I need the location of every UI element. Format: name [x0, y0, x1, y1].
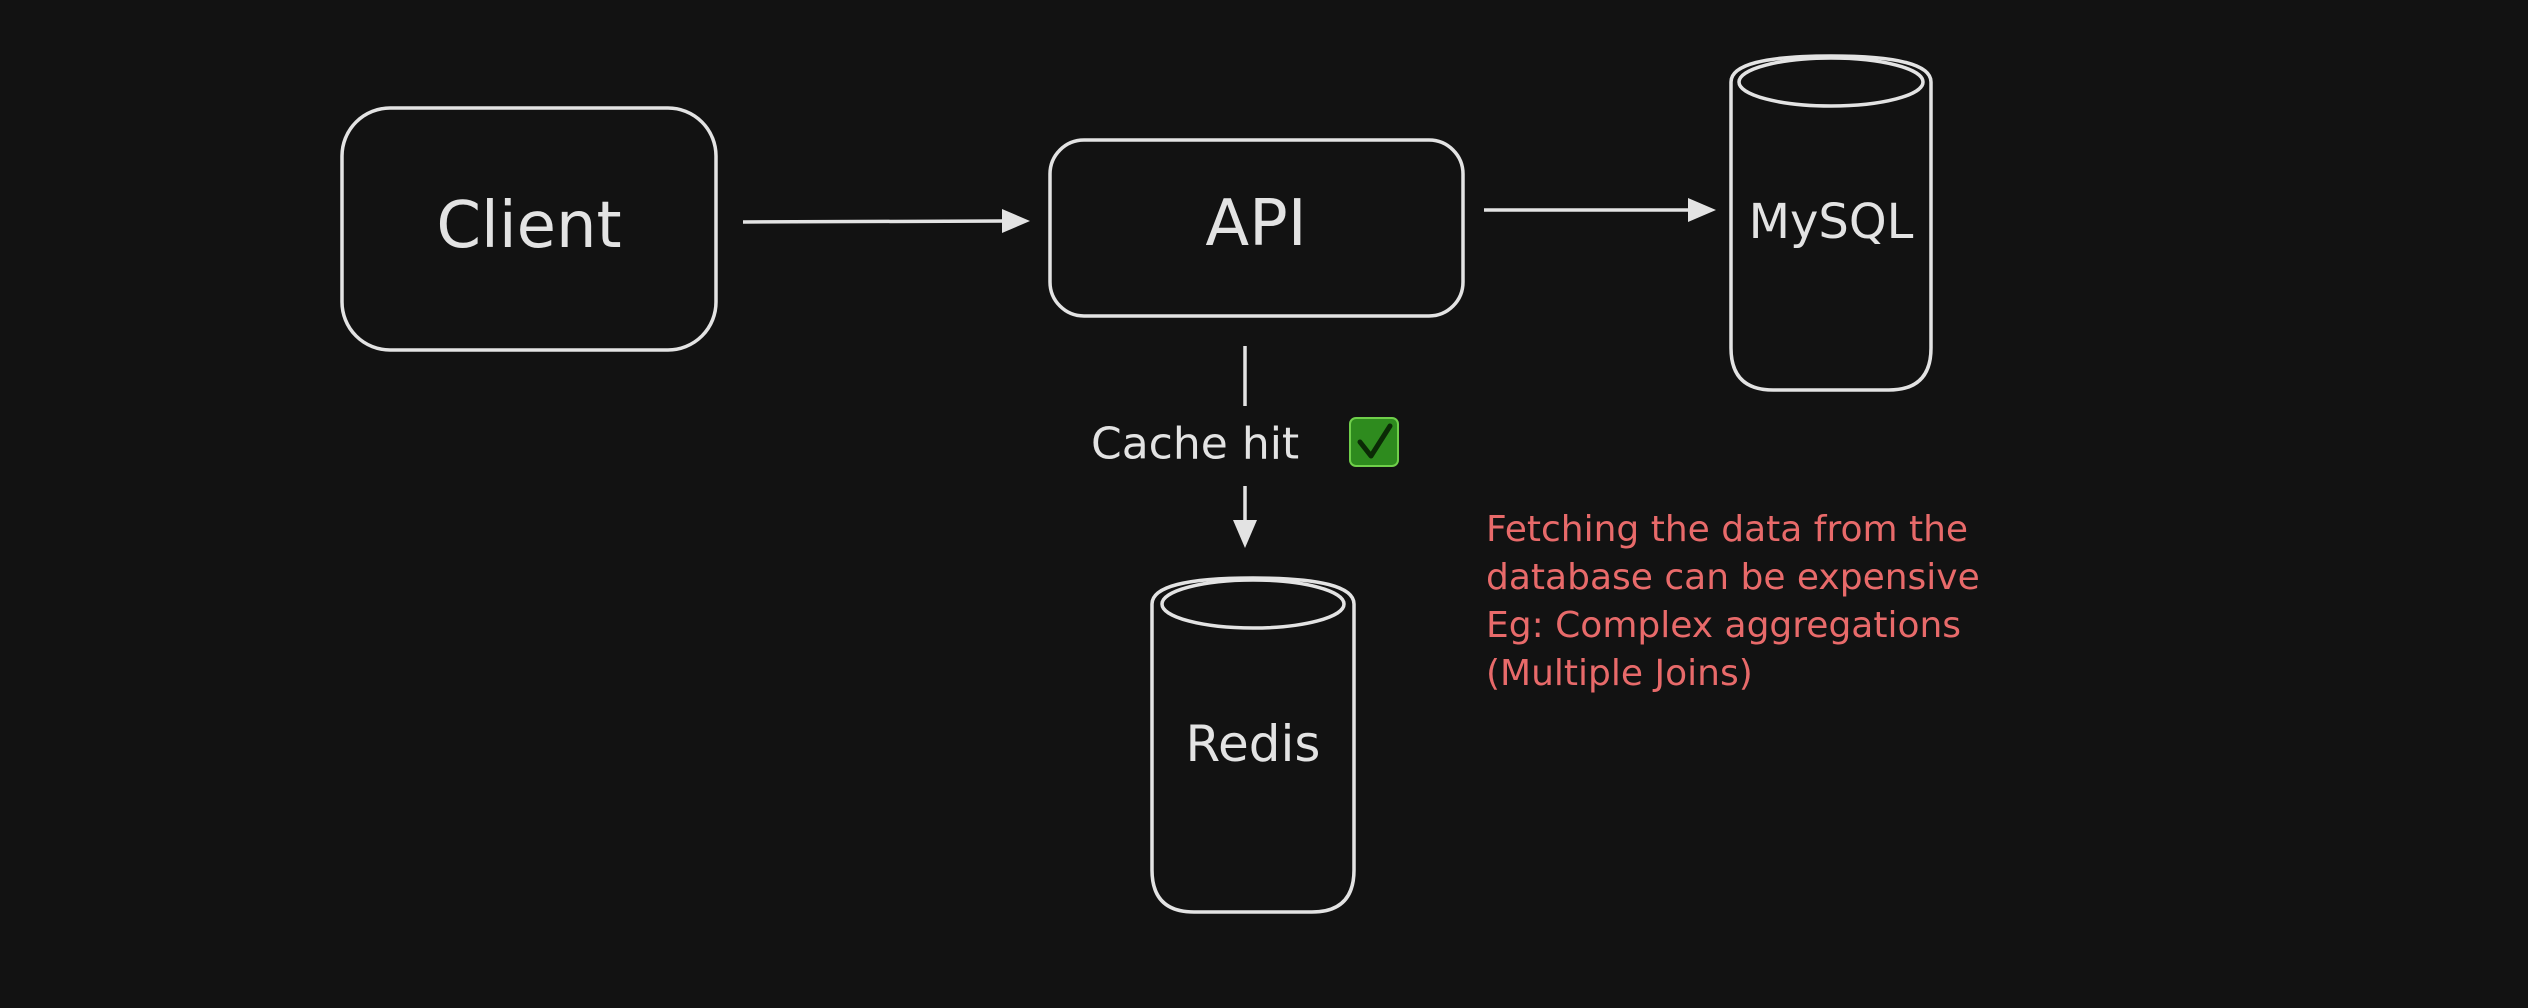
client-node-label: Client — [436, 189, 621, 263]
note-line-4: (Multiple Joins) — [1486, 653, 1753, 694]
api-node: API — [1048, 138, 1465, 318]
check-mark-icon — [1349, 417, 1399, 467]
cache-hit-text: Cache hit — [1091, 419, 1299, 470]
edge-client-to-api — [742, 209, 1030, 233]
api-node-label: API — [1205, 187, 1306, 261]
mysql-node-label: MySQL — [1749, 194, 1914, 250]
note-line-1: Fetching the data from the — [1486, 509, 1968, 550]
note-line-3: Eg: Complex aggregations — [1486, 605, 1961, 646]
cache-hit-label: Cache hit — [1091, 417, 1399, 470]
edge-api-to-redis — [1233, 346, 1257, 548]
redis-node-label: Redis — [1186, 715, 1321, 773]
mysql-node: MySQL — [1729, 54, 1933, 392]
client-node: Client — [340, 106, 718, 352]
cost-note: Fetching the data from the database can … — [1486, 509, 1980, 694]
note-line-2: database can be expensive — [1486, 557, 1980, 598]
redis-node: Redis — [1150, 576, 1356, 914]
edge-api-to-mysql — [1484, 198, 1716, 222]
